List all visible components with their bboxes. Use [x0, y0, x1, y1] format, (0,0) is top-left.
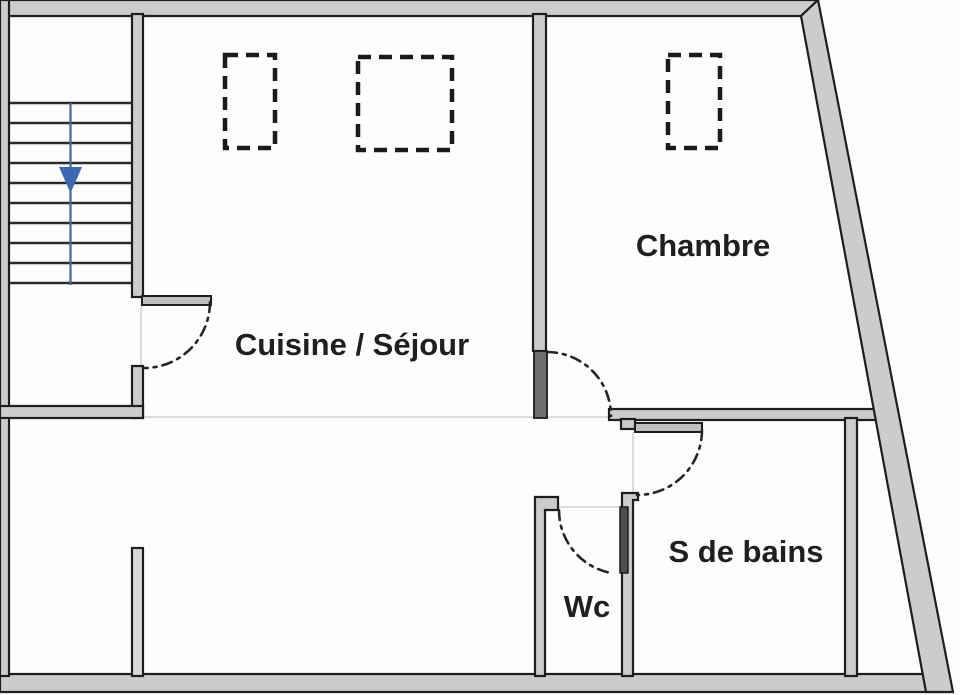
slanted-right-exterior-wall	[799, 0, 955, 694]
left-exterior-wall	[0, 0, 11, 678]
dashed-marker-chambre	[665, 52, 723, 151]
door-swings	[142, 300, 704, 575]
staircase	[9, 101, 132, 285]
room-label-wc: Wc	[564, 589, 611, 624]
furniture-markers	[222, 52, 723, 153]
lower-left-partition-wall	[0, 404, 145, 420]
threshold-guides	[140, 305, 634, 508]
stair-down-arrow-icon	[59, 167, 82, 193]
cuisine-chambre-wall	[531, 12, 548, 353]
chambre-door-leaf	[533, 350, 548, 419]
door-leaves	[141, 295, 703, 574]
lower-left-stub-wall	[130, 546, 145, 678]
cuisine-door-swing-arc	[142, 300, 212, 370]
room-label-cuisine-sejour: Cuisine / Séjour	[235, 327, 469, 362]
room-label-s-de-bains: S de bains	[668, 534, 823, 569]
top-exterior-wall	[0, 0, 820, 18]
stair-enclosure-wall-upper	[130, 12, 145, 299]
sdebains-door-swing-arc	[635, 428, 704, 497]
dashed-marker-cuisine-1	[222, 52, 278, 151]
sdebains-door-jamb	[619, 417, 637, 431]
wc-left-wall	[533, 495, 560, 678]
chambre-door-swing-arc	[545, 350, 613, 418]
sdebains-door-leaf	[634, 422, 703, 433]
room-labels: Cuisine / Séjour Chambre S de bains Wc	[235, 228, 824, 624]
wc-door-swing-arc	[557, 508, 613, 575]
room-label-chambre: Chambre	[636, 228, 770, 263]
cuisine-door-leaf	[141, 295, 212, 306]
duct-partition-wall	[843, 416, 859, 678]
chambre-sdebains-wall	[607, 407, 886, 422]
wc-door-leaf	[619, 506, 629, 574]
dashed-marker-cuisine-2	[355, 54, 455, 153]
